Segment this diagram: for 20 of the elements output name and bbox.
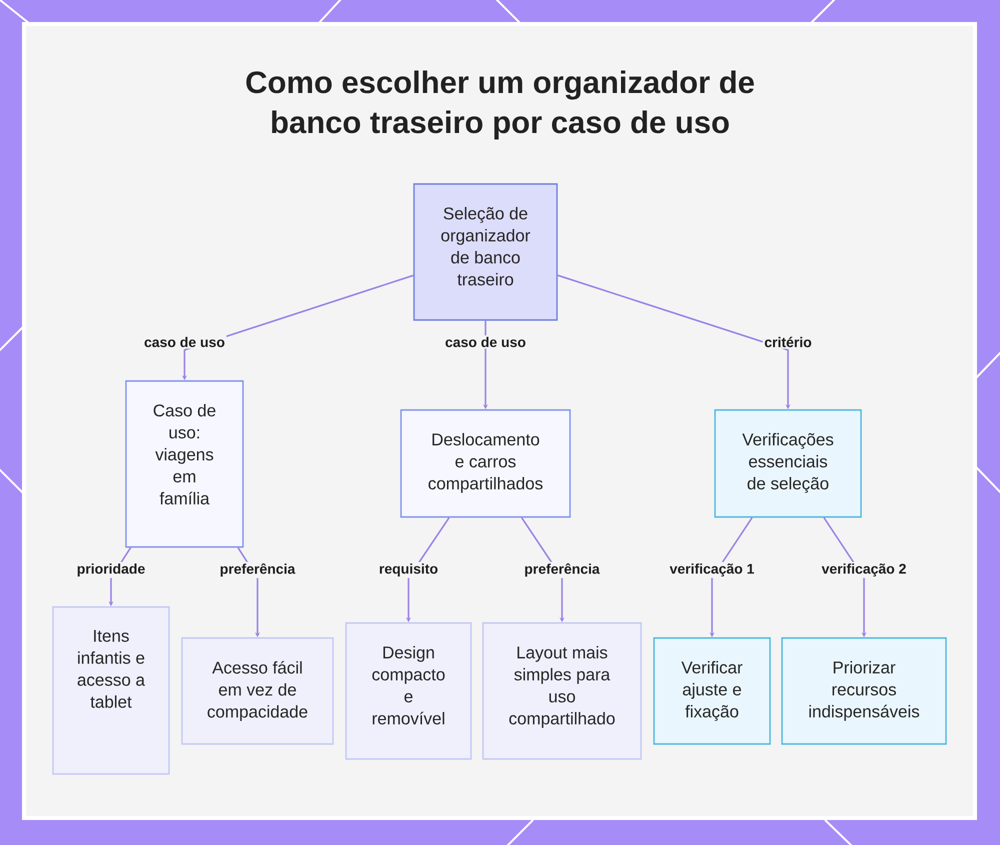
node-box: Verificações essenciais de seleção xyxy=(714,409,862,518)
edge-label: caso de uso xyxy=(444,335,528,349)
node-box: Deslocamento e carros compartilhados xyxy=(400,409,571,518)
edge-label: preferência xyxy=(218,562,297,578)
node-box: Design compacto e removível xyxy=(345,622,472,760)
node-box: Seleção de organizador de banco traseiro xyxy=(413,183,558,321)
edge-label: verificação 1 xyxy=(668,562,756,578)
node-box: Caso de uso: viagens em família xyxy=(125,380,244,548)
node-box: Priorizar recursos indispensáveis xyxy=(781,637,947,745)
edge-label: caso de uso xyxy=(142,335,226,349)
edge-label: critério xyxy=(762,335,814,349)
title: Como escolher um organizador de banco traseiro por caso de uso xyxy=(246,70,754,140)
node-box: Itens infantis e acesso a tablet xyxy=(52,606,170,775)
node-box: Layout mais simples para uso compartilhado xyxy=(482,622,642,760)
node-box: Verificar ajuste e fixação xyxy=(653,637,771,745)
edge-label: requisito xyxy=(377,562,440,578)
edge-label: prioridade xyxy=(75,562,147,578)
edge-label: preferência xyxy=(522,562,602,578)
edge-label: verificação 2 xyxy=(820,562,908,578)
node-box: Acesso fácil em vez de compacidade xyxy=(181,637,334,745)
